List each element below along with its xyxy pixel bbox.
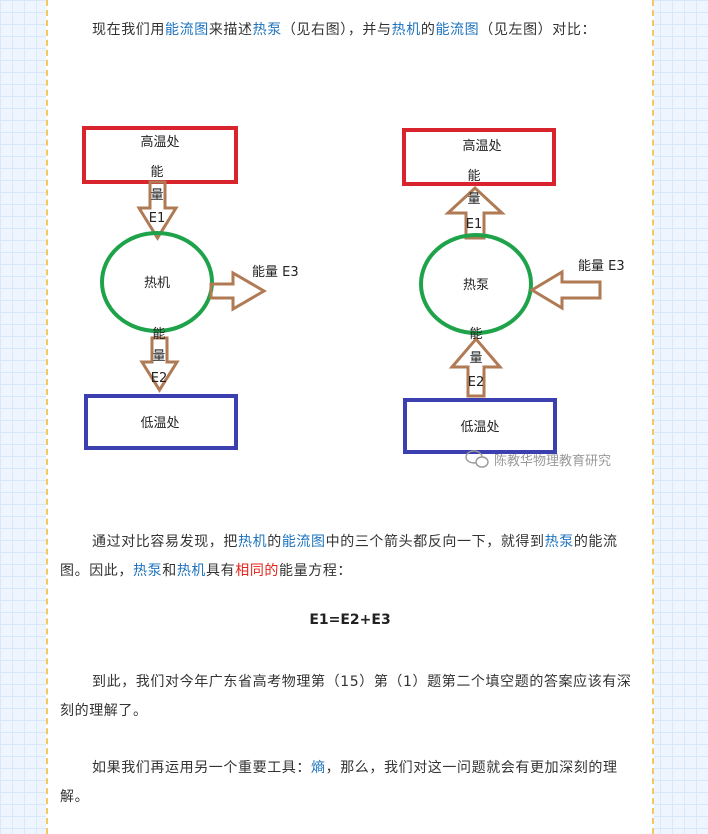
heat-engine-label: 热机	[144, 276, 170, 291]
text: 现在我们用	[92, 22, 165, 38]
text: 如果我们再运用另一个重要工具：	[92, 760, 311, 776]
watermark-text: 陈教华物理教育研究	[494, 453, 611, 469]
left-e2-char: 能	[152, 327, 165, 342]
right-arrow-e3-in	[529, 269, 602, 311]
left-hot-reservoir-label: 高温处	[140, 134, 179, 150]
text: （见右图），并与	[281, 22, 392, 38]
keyword-heat-pump: 热泵	[133, 563, 163, 579]
right-arrow-e2-up	[448, 336, 504, 398]
right-cold-reservoir-label: 低温处	[460, 420, 499, 435]
text: 具有	[206, 563, 236, 579]
right-e1-char: E1	[466, 217, 483, 232]
text: 的	[267, 534, 282, 550]
text: ，那么，我们对这一问题就会有更加深刻的理解。	[60, 760, 618, 805]
left-e1-char: 量	[150, 188, 163, 203]
text: 能量方程：	[279, 563, 353, 579]
keyword-heat-engine: 热机	[238, 534, 268, 550]
comparison-paragraph: 通过对比容易发现，把热机的能流图中的三个箭头都反向一下，就得到热泵的能流图。因此…	[60, 528, 640, 586]
watermark: 陈教华物理教育研究	[465, 450, 611, 469]
right-e2-char: E2	[468, 375, 485, 390]
text: 的	[420, 22, 436, 38]
text: 和	[162, 563, 177, 579]
keyword-heat-engine: 热机	[391, 22, 421, 38]
text: 通过对比容易发现，把	[92, 534, 238, 550]
keyword-heat-pump: 热泵	[252, 22, 282, 38]
intro-paragraph: 现在我们用能流图来描述热泵（见右图），并与热机的能流图（见左图）对比：	[60, 16, 640, 45]
right-e2-char: 量	[469, 351, 482, 366]
energy-equation: E1=E2+E3	[309, 612, 391, 628]
keyword-heat-pump: 热泵	[544, 534, 574, 550]
left-e3-label: 能量 E3	[252, 265, 299, 280]
text: （见左图）对比：	[479, 22, 597, 38]
keyword-energy-flow-diagram: 能流图	[281, 534, 326, 550]
right-e1-char: 能	[467, 169, 480, 184]
right-e2-char: 能	[469, 327, 482, 342]
right-e1-char: 量	[467, 192, 480, 207]
heat-pump-label: 热泵	[463, 278, 489, 293]
left-cold-reservoir-label: 低温处	[140, 416, 179, 431]
highlight-same: 相同的	[235, 563, 280, 579]
left-arrow-e3-out	[209, 270, 267, 312]
text: 的能流图。因此，	[60, 534, 618, 579]
keyword-energy-flow-diagram: 能流图	[165, 22, 209, 38]
left-arrow-e2-down	[139, 336, 180, 393]
right-hot-reservoir-box	[402, 128, 556, 186]
article-card: 现在我们用能流图来描述热泵（见右图），并与热机的能流图（见左图）对比： 高温处 …	[46, 0, 654, 834]
right-e3-label: 能量 E3	[578, 259, 625, 274]
left-e1-char: E1	[149, 211, 166, 226]
left-e2-char: 量	[152, 349, 165, 364]
entropy-paragraph: 如果我们再运用另一个重要工具：熵，那么，我们对这一问题就会有更加深刻的理解。	[60, 754, 640, 812]
conclusion-paragraph: 到此，我们对今年广东省高考物理第（15）第（1）题第二个填空题的答案应该有深刻的…	[60, 674, 632, 719]
keyword-entropy: 熵	[311, 760, 326, 776]
text: 来描述	[208, 22, 253, 38]
left-cold-reservoir-box	[84, 394, 238, 450]
keyword-heat-engine: 热机	[176, 563, 207, 579]
keyword-energy-flow-diagram: 能流图	[435, 22, 480, 38]
left-arrow-e1-down	[136, 180, 179, 241]
wechat-icon	[465, 450, 489, 468]
left-e2-char: E2	[151, 371, 168, 386]
text: 中的三个箭头都反向一下，就得到	[325, 534, 545, 550]
left-e1-char: 能	[150, 165, 163, 180]
heat-pump-circle	[419, 233, 533, 335]
heat-engine-circle	[100, 231, 214, 333]
energy-flow-diagram: 高温处 能 量 E1 热机 能量 E3 能 量 E2 低温处 高温处 能 量 E…	[82, 126, 625, 469]
right-cold-reservoir-box	[403, 398, 557, 454]
right-hot-reservoir-label: 高温处	[462, 138, 501, 154]
